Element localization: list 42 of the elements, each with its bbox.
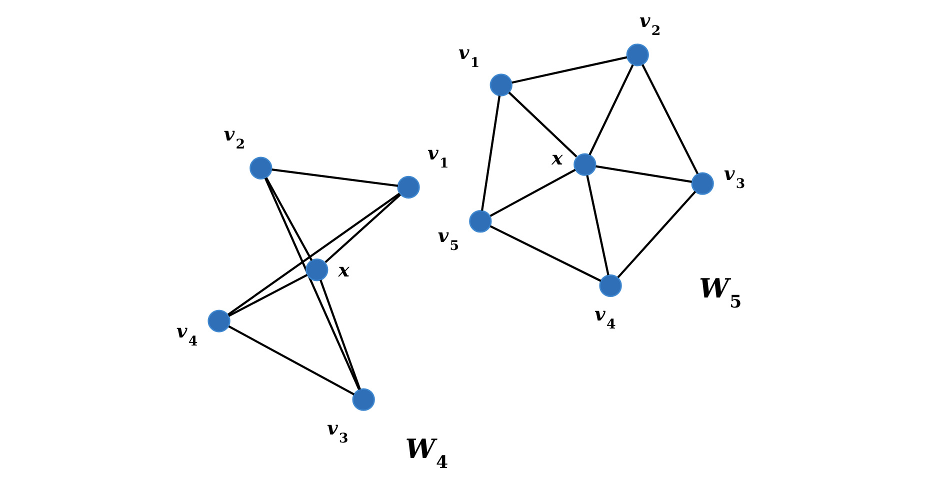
node-circle (352, 388, 375, 411)
node-label: x (552, 147, 563, 170)
connector (596, 165, 692, 183)
connector (642, 64, 699, 174)
connector (588, 64, 634, 156)
node-label: v$_{2}$ (224, 123, 246, 152)
connector (512, 56, 628, 84)
node-label: v$_{3}$ (724, 163, 746, 192)
node-label: v$_{1}$ (458, 42, 480, 71)
node-circle (306, 258, 328, 282)
connector (228, 325, 355, 396)
node-label: v$_{4}$ (594, 304, 616, 333)
connector (320, 280, 361, 390)
node-label: x (338, 259, 350, 282)
connector (272, 168, 398, 187)
label: W$_{5}$ (698, 273, 742, 312)
node-circle (469, 210, 492, 233)
node-circle (691, 172, 714, 195)
node-circle (250, 156, 272, 180)
connector (508, 92, 578, 158)
connector (490, 168, 576, 217)
node-circle (490, 74, 512, 96)
connector (264, 178, 360, 390)
node-label: v$_{1}$ (428, 142, 449, 172)
node-label: v$_{3}$ (326, 418, 348, 447)
node-circle (574, 153, 596, 176)
connector (324, 194, 402, 264)
connector (265, 177, 313, 261)
connector (490, 225, 602, 282)
node-circle (626, 44, 649, 66)
node-label: v$_{2}$ (639, 10, 661, 40)
node-label: v$_{4}$ (176, 320, 198, 350)
node-label: v$_{5}$ (438, 225, 460, 254)
node-circle (397, 176, 420, 199)
node-circle (599, 274, 622, 298)
connector (228, 274, 308, 317)
connector (228, 192, 400, 316)
connector (480, 96, 501, 211)
connector (586, 175, 610, 276)
label: W$_{4}$ (405, 434, 448, 473)
node-circle (208, 310, 230, 332)
connector (617, 190, 696, 278)
